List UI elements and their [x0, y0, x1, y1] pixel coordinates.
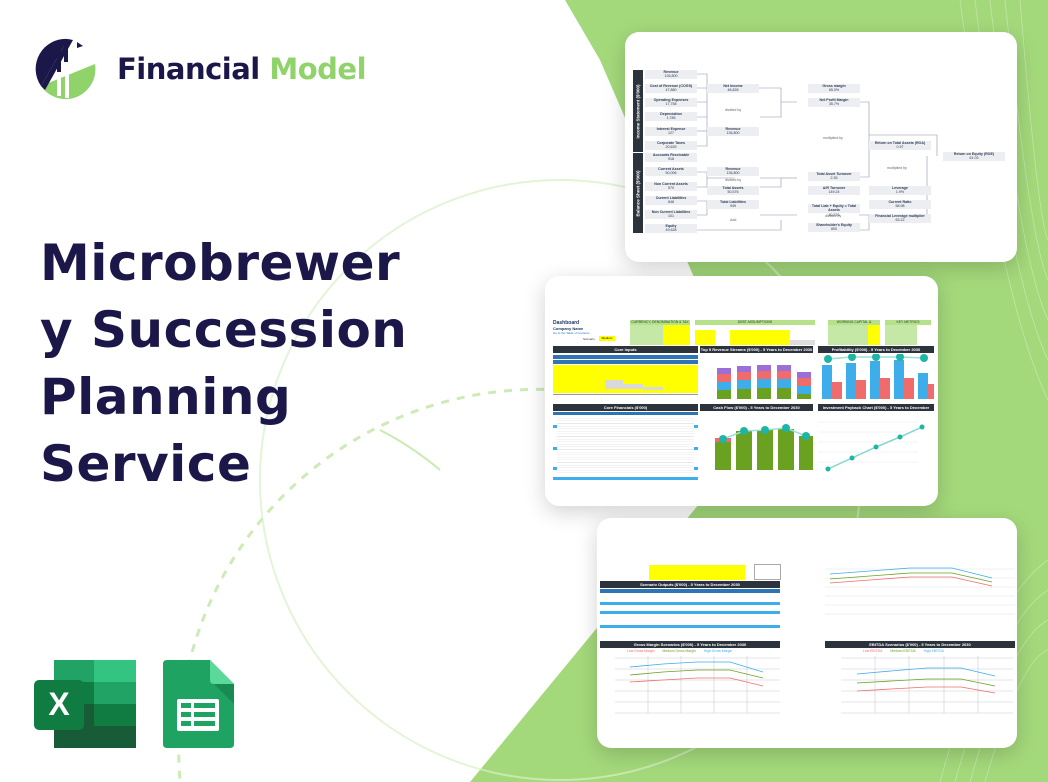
- scenario-columns-row: [600, 589, 780, 593]
- scenario-outputs-header: Scenario Outputs ($'000) - 5 Years to De…: [600, 581, 780, 588]
- ebitda-header: EBITDA Scenarios ($'000) - 5 Years to De…: [825, 641, 1015, 648]
- title-line: y Succession: [40, 301, 408, 359]
- gross-margin-line-chart: [615, 656, 780, 714]
- dupont-box-roa: Return on Total Assets (ROA)0.97: [869, 141, 931, 150]
- scenario-select[interactable]: Medium: [599, 336, 615, 341]
- core-inputs-header: Core Inputs: [553, 346, 698, 353]
- company-name: Company Name: [553, 326, 584, 331]
- title-line: Planning: [40, 368, 292, 426]
- svg-text:X: X: [48, 686, 70, 722]
- scenario-label: Scenario: [583, 337, 595, 341]
- debt-section-header: DEBT ASSUMPTIONS: [695, 320, 815, 325]
- dashboard-title: Dashboard: [553, 320, 580, 326]
- toc-link[interactable]: Go to the Table of Contents: [553, 331, 590, 335]
- dupont-box-cogs: Cost of Revenue (COGS)47,880: [645, 84, 697, 93]
- scenario-top-line-chart: [825, 567, 1015, 615]
- note-divided-by: divided by: [725, 108, 742, 112]
- brand-name: Financial Model: [117, 52, 367, 86]
- payback-header: Investment Payback Chart ($'000) - 5 Yea…: [818, 404, 934, 417]
- profitability-chart: [822, 354, 934, 399]
- title-line: Microbrewer: [40, 234, 401, 292]
- gross-margin-header: Gross Margin Scenarios ($'000) - 5 Years…: [600, 641, 780, 648]
- core-financials-header: Core Financials ($'000): [553, 404, 698, 411]
- dashboard-card: Dashboard Company Name Go to the Table o…: [545, 276, 938, 506]
- balance-sheet-label: Balance Sheet ($'000): [633, 153, 643, 233]
- note-multiplied-by: multiplied by: [887, 166, 907, 170]
- profitability-header: Profitability ($'000) - 5 Years to Decem…: [818, 346, 934, 353]
- dupont-analysis-card: Income Statement ($'000) Balance Sheet (…: [625, 32, 1017, 262]
- scenario-inputs: [649, 565, 745, 580]
- excel-icon: X: [34, 660, 136, 748]
- note-divided-by: divided by: [825, 214, 842, 218]
- dupont-box-roe: Return on Equity (ROE)61.03: [943, 152, 1005, 161]
- income-statement-label: Income Statement ($'000): [633, 70, 643, 152]
- scenario-card: Scenario Outputs ($'000) - 5 Years to De…: [597, 518, 1017, 748]
- key-metrics-header: KEY METRICS: [885, 320, 931, 325]
- note-divided-by: divided by: [725, 178, 742, 182]
- google-sheets-icon: [163, 660, 234, 748]
- note-multiplied-by: multiplied by: [823, 136, 843, 140]
- payback-chart: [818, 421, 925, 472]
- currency-section-header: CURRENCY, DENOMINATION & TAX: [630, 320, 690, 325]
- ebitda-line-chart: [841, 656, 1013, 714]
- top-revenue-header: Top 5 Revenue Streams ($'000) - 5 Years …: [700, 346, 813, 353]
- top-revenue-stacked-bar-chart: [717, 365, 811, 399]
- cash-flow-header: Cash Flow ($'000) - 5 Years to December …: [700, 404, 813, 411]
- app-icons: X: [34, 658, 234, 750]
- cash-flow-chart: [715, 424, 813, 470]
- note-add: Add: [730, 218, 737, 222]
- logo-pie-chart-icon: [35, 38, 96, 100]
- page-title: Microbrewer y Succession Planning Servic…: [40, 230, 460, 498]
- brand-logo[interactable]: Financial Model: [33, 34, 367, 104]
- title-line: Service: [40, 435, 252, 493]
